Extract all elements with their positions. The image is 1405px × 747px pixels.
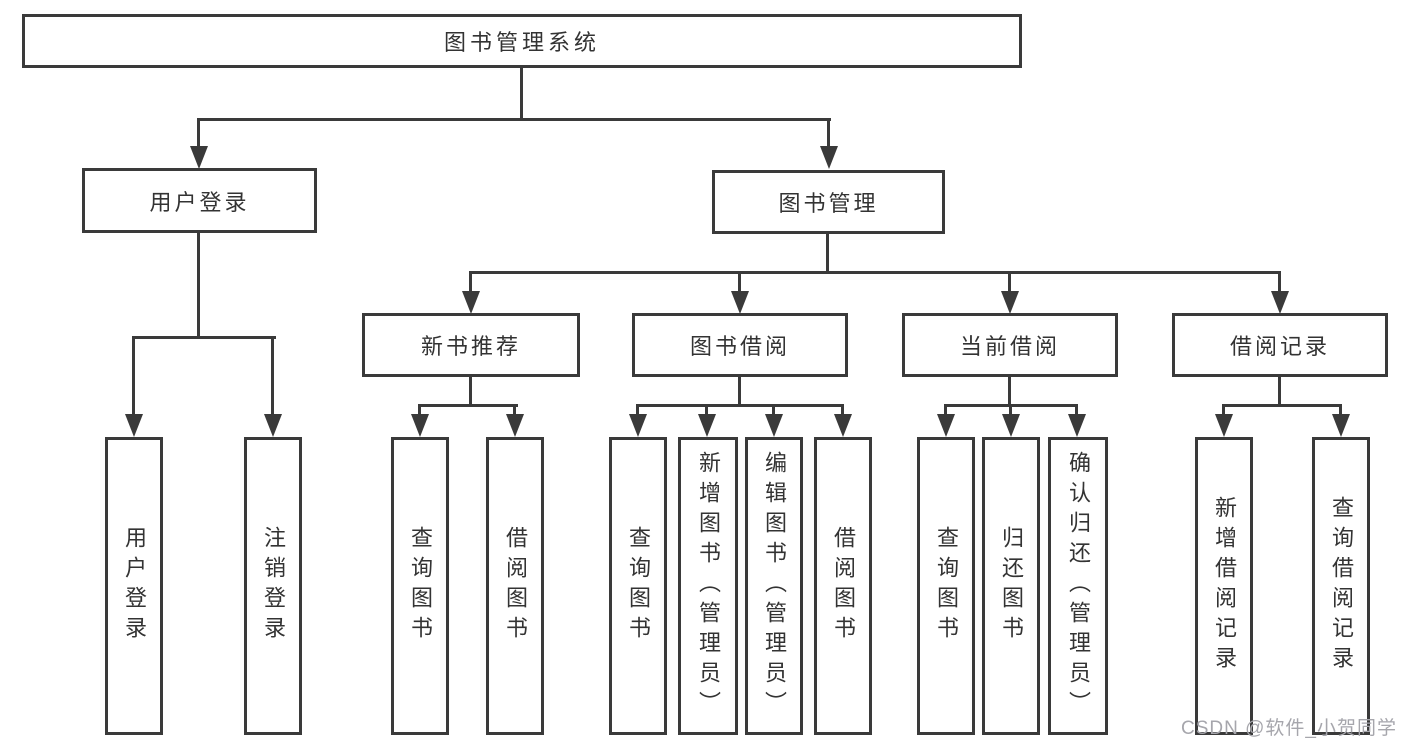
arrow-down-icon: [629, 414, 647, 437]
arrow-down-icon: [462, 291, 480, 314]
connector-line: [520, 68, 523, 118]
leaf-current-query-books: 查询图书: [917, 437, 975, 735]
connector-line: [772, 404, 775, 416]
connector-line: [1008, 271, 1011, 293]
leaf-user-login: 用户登录: [105, 437, 163, 735]
arrow-down-icon: [506, 414, 524, 437]
connector-line: [826, 234, 829, 272]
leaf-current-return-books: 归还图书: [982, 437, 1040, 735]
connector-line: [705, 404, 708, 416]
connector-line: [132, 336, 276, 339]
leaf-label: 查询图书: [408, 526, 433, 646]
connector-line: [636, 404, 844, 407]
connector-line: [944, 404, 947, 416]
connector-line: [198, 118, 831, 121]
node-label: 图书借阅: [689, 334, 790, 359]
node-label: 当前借阅: [959, 334, 1060, 359]
connector-line: [1075, 404, 1078, 416]
arrow-down-icon: [937, 414, 955, 437]
connector-line: [636, 404, 639, 416]
leaf-borrowing-add-book-admin: 新增图书（管理员）: [678, 437, 738, 735]
arrow-down-icon: [1068, 414, 1086, 437]
node-book-management: 图书管理: [712, 170, 945, 234]
arrow-down-icon: [1001, 291, 1019, 314]
leaf-records-add-borrow-record: 新增借阅记录: [1195, 437, 1253, 735]
connector-line: [1222, 404, 1342, 407]
arrow-down-icon: [765, 414, 783, 437]
connector-line: [513, 404, 516, 416]
arrow-down-icon: [731, 291, 749, 314]
leaf-label: 借阅图书: [831, 526, 856, 646]
connector-line: [1008, 377, 1011, 406]
node-current-borrowing: 当前借阅: [902, 313, 1118, 377]
connector-line: [418, 404, 421, 416]
connector-line: [1009, 404, 1012, 416]
connector-line: [1222, 404, 1225, 416]
arrow-down-icon: [264, 414, 282, 437]
leaf-recommend-query-books: 查询图书: [391, 437, 449, 735]
leaf-label: 查询图书: [934, 526, 959, 646]
arrow-down-icon: [698, 414, 716, 437]
connector-line: [469, 271, 472, 293]
node-label: 新书推荐: [420, 334, 521, 359]
leaf-records-query-borrow-record: 查询借阅记录: [1312, 437, 1370, 735]
connector-line: [841, 404, 844, 416]
leaf-label: 注销登录: [261, 526, 286, 646]
leaf-label: 确认归还（管理员）: [1066, 451, 1091, 721]
connector-line: [738, 377, 741, 406]
leaf-borrowing-edit-book-admin: 编辑图书（管理员）: [745, 437, 803, 735]
arrow-down-icon: [411, 414, 429, 437]
node-new-book-recommendation: 新书推荐: [362, 313, 580, 377]
leaf-label: 查询借阅记录: [1329, 496, 1354, 676]
arrow-down-icon: [1215, 414, 1233, 437]
arrow-down-icon: [1332, 414, 1350, 437]
leaf-label: 查询图书: [626, 526, 651, 646]
node-user-login: 用户登录: [82, 168, 317, 233]
connector-line: [1278, 271, 1281, 293]
leaf-borrowing-borrow-books: 借阅图书: [814, 437, 872, 735]
node-label: 用户登录: [149, 189, 250, 215]
connector-line: [271, 336, 274, 416]
arrow-down-icon: [834, 414, 852, 437]
leaf-label: 新增借阅记录: [1212, 496, 1237, 676]
arrow-down-icon: [1271, 291, 1289, 314]
node-borrowing-records: 借阅记录: [1172, 313, 1388, 377]
connector-line: [469, 271, 1281, 274]
node-label: 借阅记录: [1229, 334, 1330, 359]
arrow-down-icon: [125, 414, 143, 437]
leaf-label: 用户登录: [122, 526, 147, 646]
node-label: 图书管理系统: [443, 30, 600, 55]
leaf-current-confirm-return-admin: 确认归还（管理员）: [1048, 437, 1108, 735]
connector-line: [197, 118, 200, 148]
connector-line: [738, 271, 741, 293]
connector-line: [418, 404, 518, 407]
connector-line: [132, 336, 135, 416]
node-library-management-system: 图书管理系统: [22, 14, 1022, 68]
leaf-label: 借阅图书: [503, 526, 528, 646]
csdn-watermark: CSDN @软件_小贺同学: [1181, 718, 1397, 739]
leaf-logout: 注销登录: [244, 437, 302, 735]
connector-line: [1278, 377, 1281, 406]
connector-line: [827, 118, 830, 148]
connector-line: [197, 233, 200, 336]
arrow-down-icon: [1002, 414, 1020, 437]
node-book-borrowing: 图书借阅: [632, 313, 848, 377]
arrow-down-icon: [820, 146, 838, 169]
leaf-label: 新增图书（管理员）: [696, 451, 721, 721]
leaf-label: 归还图书: [999, 526, 1024, 646]
node-label: 图书管理: [778, 191, 879, 216]
leaf-borrowing-query-books: 查询图书: [609, 437, 667, 735]
leaf-label: 编辑图书（管理员）: [762, 451, 787, 721]
connector-line: [1339, 404, 1342, 416]
connector-line: [469, 377, 472, 406]
arrow-down-icon: [190, 146, 208, 169]
leaf-recommend-borrow-books: 借阅图书: [486, 437, 544, 735]
